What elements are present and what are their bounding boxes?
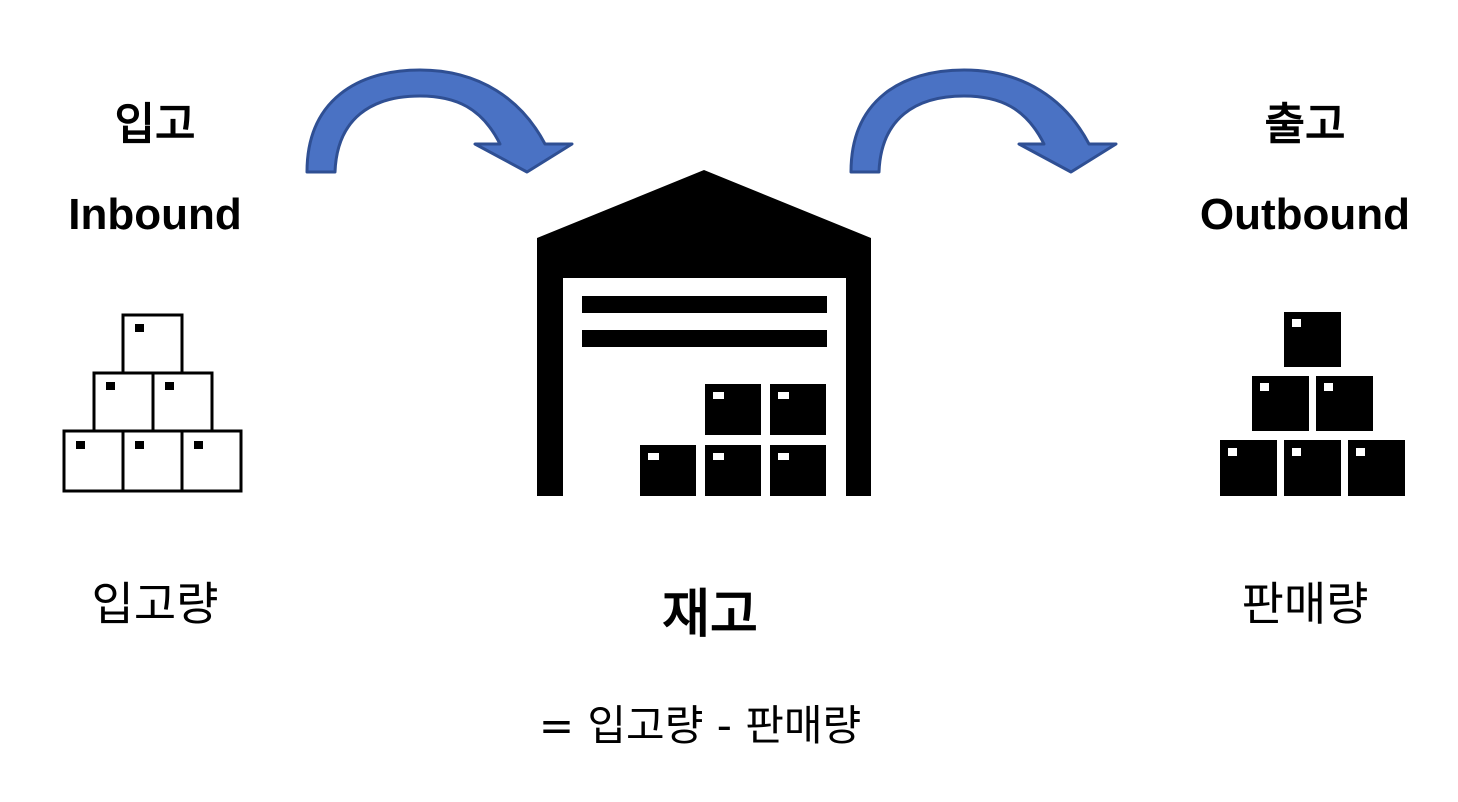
box-pyramid-solid-icon [1220, 312, 1405, 496]
inbound-title-ko: 입고 [114, 99, 196, 150]
outbound-title-ko: 출고 [1264, 99, 1346, 150]
inbound-quantity-label: 입고량 [91, 577, 219, 631]
outbound-title-en: Outbound [1199, 190, 1411, 239]
inventory-formula: = 입고량 - 판매량 [538, 701, 862, 750]
curved-arrow-icon [849, 68, 1118, 174]
warehouse-icon [537, 170, 871, 496]
outbound-quantity-label: 판매량 [1241, 577, 1369, 631]
box-pyramid-outline-icon [62, 313, 243, 493]
curved-arrow-icon [305, 68, 574, 174]
box-tag-marks [76, 324, 203, 449]
inbound-title-en: Inbound [68, 190, 242, 239]
inventory-label: 재고 [662, 585, 758, 645]
